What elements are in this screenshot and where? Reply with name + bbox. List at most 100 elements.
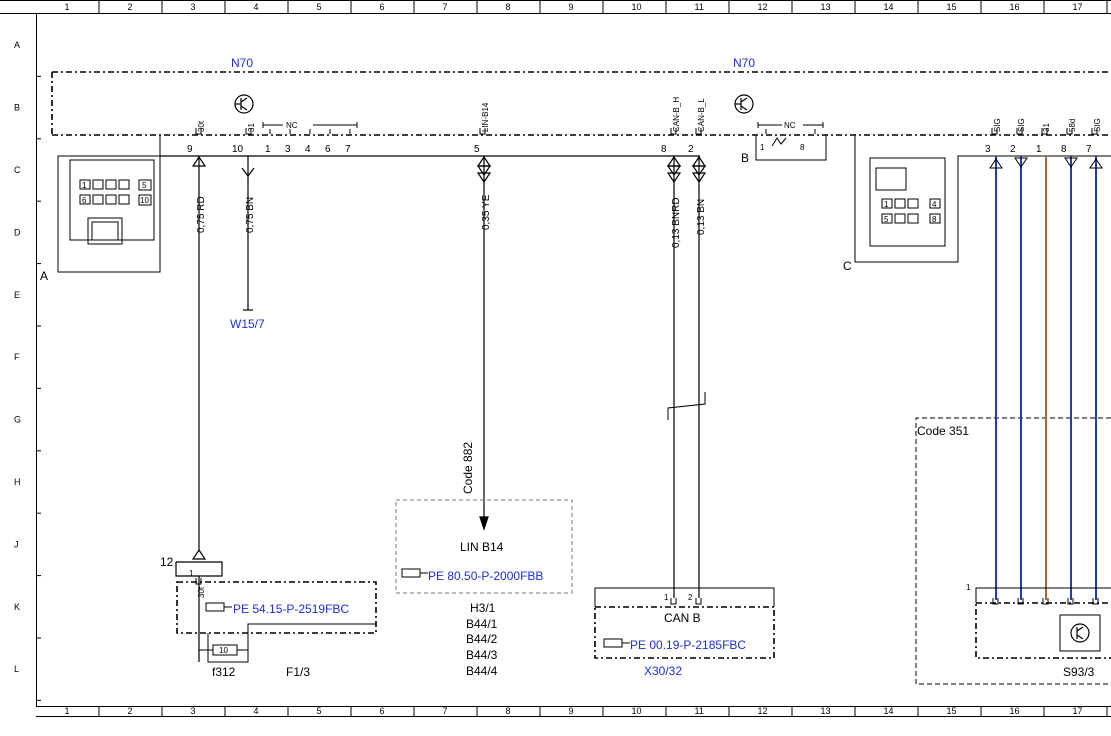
can-b-reference[interactable]: PE 00.19-P-2185FBC [630, 638, 746, 652]
ground-ref-w15-7: W15/7 [230, 317, 265, 331]
pin-8: 8 [661, 144, 667, 155]
nc-label-1: NC [286, 121, 298, 130]
wire-lin-ye [476, 155, 492, 531]
grid-col-number: 13 [821, 2, 831, 12]
pin-name-sig-2: SIG [1017, 118, 1026, 132]
pin-8: 8 [1061, 144, 1067, 155]
pin-10: 10 [232, 144, 244, 155]
grid-col-number: 17 [1073, 706, 1083, 716]
wire-label-ye: 0,35 YE [481, 194, 492, 230]
pin-name-sig-3: SIG [1093, 118, 1102, 132]
code-351-label: Code 351 [917, 424, 969, 438]
connector-c-pin-numbers: 3 2 1 8 7 [985, 144, 1092, 155]
component-b44-3: B44/3 [466, 648, 498, 662]
pin-name-31b: 31 [1042, 123, 1051, 132]
grid-col-number: 16 [1010, 2, 1020, 12]
grid-col-number: 12 [758, 2, 768, 12]
module-n70-boundary [51, 71, 1111, 136]
grid-col-number: 11 [695, 706, 704, 716]
grid-col-number: 11 [695, 2, 704, 12]
grid-col-number: 5 [317, 2, 322, 12]
can-b-box [594, 587, 775, 659]
grid-row-ticks [36, 75, 41, 701]
pin-name-sig-1: SIG [993, 118, 1002, 132]
grid-row-letter: D [14, 227, 21, 237]
transistor-icon [734, 94, 754, 114]
pin-6: 6 [325, 144, 331, 155]
lin-reference-box [395, 499, 573, 594]
right-wire-arrows [989, 157, 1103, 169]
grid-col-number: 15 [947, 706, 957, 716]
fuse-number: 10 [219, 646, 228, 655]
pin-3: 3 [985, 144, 991, 155]
s93-pin-1: 1 [966, 583, 971, 592]
fuse-reference[interactable]: PE 54.15-P-2519FBC [233, 602, 349, 616]
can-pin-1: 1 [664, 593, 669, 602]
pin-1: 1 [265, 144, 271, 155]
grid-col-number: 3 [191, 706, 196, 716]
grid-col-number: 4 [254, 2, 259, 12]
grid-col-number: 4 [254, 706, 259, 716]
pin-3: 3 [285, 144, 291, 155]
wire-bn-ground [241, 156, 255, 311]
grid-row-letter: H [14, 477, 21, 487]
grid-col-number: 8 [506, 2, 511, 12]
switch-s93-3: S93/3 [1063, 665, 1095, 679]
module-label-n70-left: N70 [231, 56, 253, 70]
pin-name-30t: 30t [197, 120, 206, 132]
pin-7: 7 [345, 144, 351, 155]
component-b44-1: B44/1 [466, 617, 498, 631]
pin-name-labels: 30t 31 LIN-B14 CAN-B_H CAN-B_L SIG SIG 3… [197, 97, 1102, 132]
connector-a-housing [57, 135, 161, 273]
grid-col-number: 9 [569, 2, 574, 12]
wire-can-bnrd [666, 155, 682, 598]
frame [0, 0, 1111, 717]
grid-col-number: 7 [443, 706, 448, 716]
grid-row-letter: L [14, 664, 19, 674]
grid-column-ticks [98, 0, 1108, 716]
component-b44-2: B44/2 [466, 632, 498, 646]
connector-c-housing [854, 135, 1111, 263]
fuse-f312: f312 [212, 665, 236, 679]
grid-row-letter: B [14, 103, 20, 113]
connector-x30-32: X30/32 [644, 664, 682, 678]
pin-1: 1 [1036, 144, 1042, 155]
grid-col-number: 15 [947, 2, 957, 12]
connector-a-pin-10: 10 [140, 196, 149, 205]
grid-row-letter: F [14, 352, 20, 362]
grid-col-number: 10 [632, 706, 642, 716]
connector-a-pin-numbers: 9 10 1 3 4 6 7 5 8 2 [187, 144, 694, 155]
grid-col-number: 17 [1073, 2, 1083, 12]
grid-col-number: 7 [443, 2, 448, 12]
s93-3-box [975, 587, 1111, 659]
pin-9: 9 [187, 144, 193, 155]
grid-column-numbers: 1122334455667788991010111112121313141415… [65, 2, 1083, 716]
grid-col-number: 14 [884, 706, 894, 716]
reference-hand-icon [401, 568, 428, 578]
pin-5: 5 [474, 144, 480, 155]
right-wires [995, 156, 1097, 600]
reference-hand-icon [205, 602, 232, 612]
grid-col-number: 14 [884, 2, 894, 12]
component-b44-4: B44/4 [466, 664, 498, 678]
pin-name-can-b-l: CAN-B_L [697, 98, 706, 132]
connector-c-pin-8: 8 [932, 215, 937, 224]
connector-a-pin-6: 6 [82, 196, 87, 205]
lin-box-reference[interactable]: PE 80.50-P-2000FBB [428, 569, 543, 583]
grid-col-number: 13 [821, 706, 831, 716]
connector-c-label: C [843, 259, 852, 273]
wire-label-bnrd: 0,13 BNRD [671, 197, 682, 248]
pin-2: 2 [1010, 144, 1016, 155]
pin-name-58d: 58d [1068, 119, 1077, 132]
reference-hand-icon [603, 638, 630, 648]
connector-a-pin-1: 1 [82, 181, 87, 190]
connector-c-pin-5: 5 [884, 215, 889, 224]
connector-c-pin-4: 4 [932, 200, 937, 209]
lin-component-list: H3/1 B44/1 B44/2 B44/3 B44/4 [466, 601, 498, 678]
pin-name-31: 31 [247, 123, 256, 132]
grid-col-number: 8 [506, 706, 511, 716]
grid-row-letter: J [14, 539, 19, 549]
pin-stubs [195, 128, 1098, 135]
